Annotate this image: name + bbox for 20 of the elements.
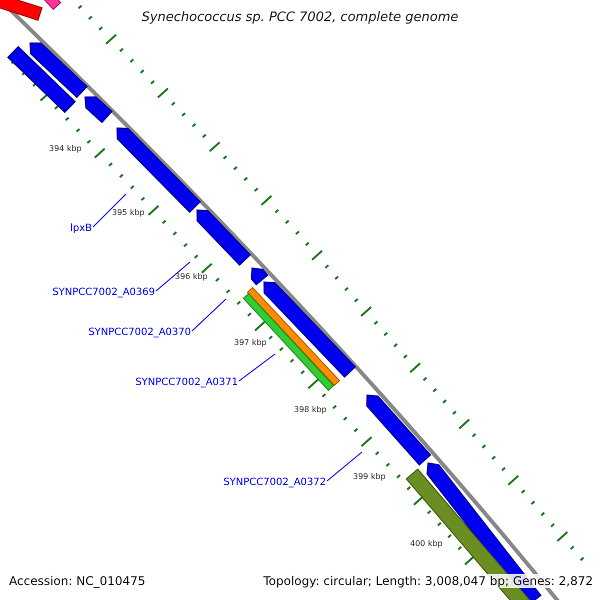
leader-line — [192, 298, 226, 332]
gene-label: lpxB — [70, 223, 92, 235]
gene-label: SYNPCC7002_A0371 — [135, 377, 238, 389]
tick-label: 396 kbp — [175, 272, 208, 282]
gene-label: SYNPCC7002_A0370 — [88, 327, 191, 339]
leader-line — [238, 354, 276, 382]
gene-label: SYNPCC7002_A0372 — [223, 477, 326, 489]
tick-label: 397 kbp — [234, 338, 267, 348]
tick-label: 398 kbp — [294, 405, 327, 415]
gene-label: SYNPCC7002_A0369 — [52, 287, 155, 299]
leader-line — [326, 452, 362, 482]
accession-text: Accession: NC_010475 — [9, 574, 146, 588]
leader-line — [92, 194, 126, 228]
leader-line — [156, 262, 190, 292]
tick-label: 400 kbp — [410, 539, 443, 549]
tick-label: 399 kbp — [353, 472, 386, 482]
title: Synechococcus sp. PCC 7002, complete genome — [140, 10, 460, 25]
genome-info-text: Topology: circular; Length: 3,008,047 bp; Genes: 2,872 — [263, 574, 593, 588]
tick-label: 395 kbp — [112, 208, 145, 218]
tick-label: 394 kbp — [49, 144, 82, 154]
